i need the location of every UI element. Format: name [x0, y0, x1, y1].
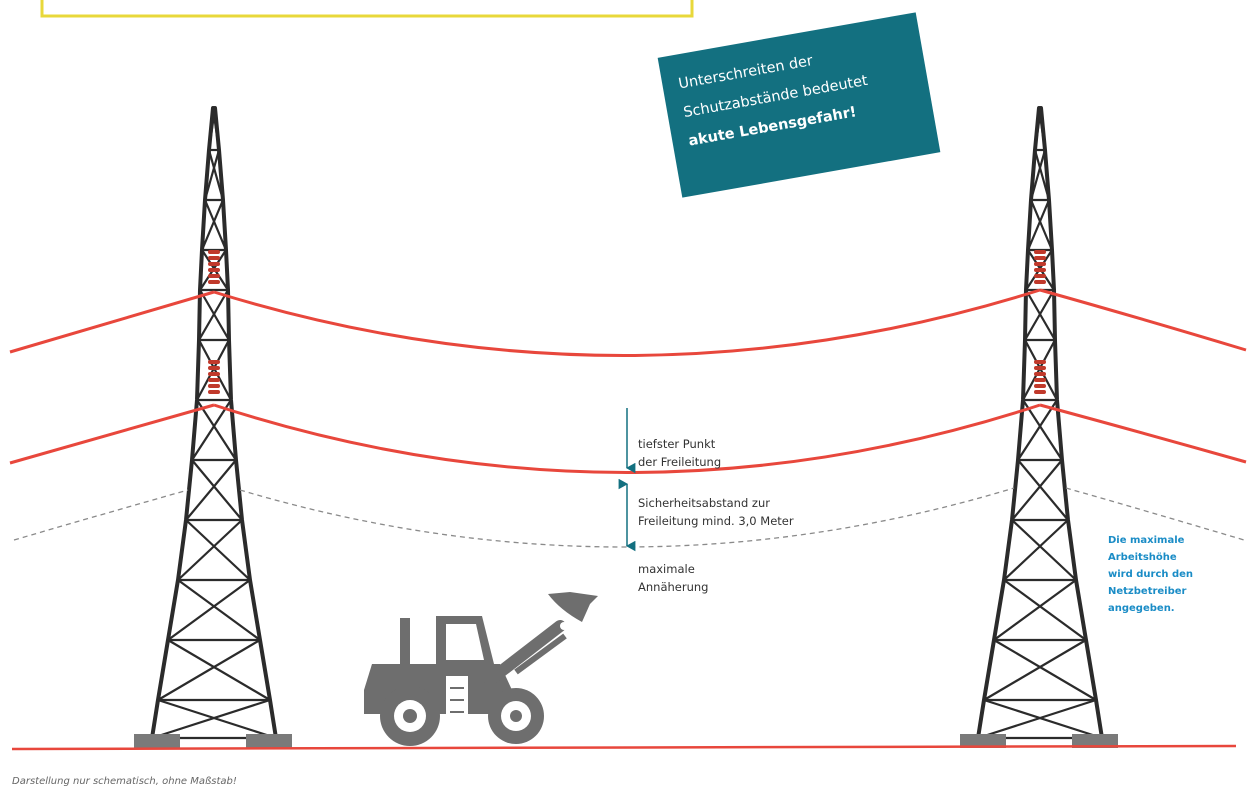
- high-voltage-tower-icon: [960, 106, 1118, 748]
- lower-conductor-right: [1039, 403, 1247, 464]
- ground-line: [11, 744, 1237, 751]
- lower-conductor-left: [9, 403, 215, 465]
- disclaimer-caption: Darstellung nur schematisch, ohne Maßsta…: [12, 776, 237, 787]
- operator-note: Die maximale Arbeitshöhe wird durch den …: [1108, 535, 1194, 614]
- yellow-frame: [40, 0, 694, 18]
- upper-conductor-span: [213, 288, 1041, 357]
- safety-distance-label: Sicherheitsabstand zur Freileitung mind.…: [638, 496, 794, 528]
- lowest-point-label: tiefster Punkt der Freileitung: [638, 437, 722, 469]
- upper-conductor-left: [9, 290, 215, 354]
- max-approach-line: [13, 487, 1245, 548]
- max-approach-label: maximale Annäherung: [638, 562, 709, 594]
- wheel-loader-icon: [364, 592, 598, 746]
- upper-conductor-right: [1039, 288, 1247, 352]
- high-voltage-tower-icon: [134, 106, 292, 748]
